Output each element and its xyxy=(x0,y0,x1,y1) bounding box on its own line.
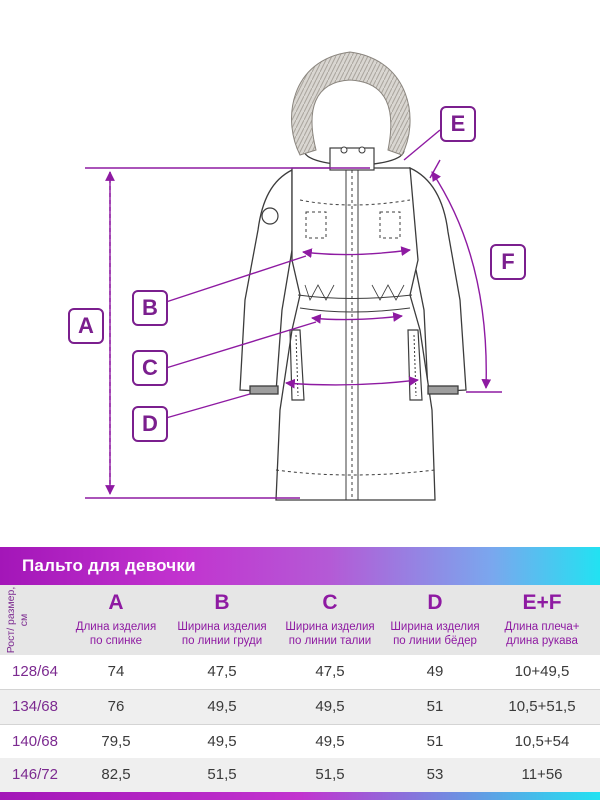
value-cell-b: 49,5 xyxy=(207,698,237,715)
table-header-row: Рост/ размер, см A Длина изделия по спин… xyxy=(0,585,600,655)
left-cuff xyxy=(249,385,279,395)
label-b: B xyxy=(132,290,168,326)
column-desc-d: Ширина изделия по линии бёдер xyxy=(390,621,480,647)
column-desc-b: Ширина изделия по линии груди xyxy=(177,621,267,647)
row-divider xyxy=(0,724,600,725)
row-divider xyxy=(0,689,600,690)
label-e: E xyxy=(440,106,476,142)
value-cell-b: 49,5 xyxy=(207,733,237,750)
value-cell-d: 51 xyxy=(426,698,444,715)
column-letter-d: D xyxy=(427,591,443,614)
column-header-c: C Ширина изделия по линии талии xyxy=(280,585,380,655)
table-row: 140/68 79,5 49,5 49,5 51 10,5+54 xyxy=(0,725,600,759)
size-column-header: Рост/ размер, см xyxy=(5,586,30,654)
value-cell-b: 47,5 xyxy=(207,663,237,680)
value-cell-d: 53 xyxy=(426,766,444,783)
column-header-d: D Ширина изделия по линии бёдер xyxy=(386,585,484,655)
hood xyxy=(291,51,411,171)
coat-illustration: A B C D E F xyxy=(68,51,526,501)
column-letter-c: C xyxy=(322,591,338,614)
label-d: D xyxy=(132,406,168,442)
column-letter-b: B xyxy=(214,591,230,614)
value-cell-c: 47,5 xyxy=(315,663,345,680)
label-f: F xyxy=(490,244,526,280)
value-cell-c: 51,5 xyxy=(315,766,345,783)
column-header-b: B Ширина изделия по линии груди xyxy=(172,585,272,655)
value-cell-c: 49,5 xyxy=(315,698,345,715)
value-cell-d: 49 xyxy=(426,663,444,680)
value-cell-a: 74 xyxy=(107,663,125,680)
value-cell-ef: 11+56 xyxy=(521,766,563,783)
value-cell-c: 49,5 xyxy=(315,733,345,750)
right-cuff xyxy=(427,385,459,395)
value-cell-ef: 10,5+54 xyxy=(514,733,570,750)
measurement-lines xyxy=(85,129,502,499)
coat-details xyxy=(275,170,436,500)
label-c: C xyxy=(132,350,168,386)
sleeve-logo xyxy=(261,207,279,225)
table-row: 134/68 76 49,5 49,5 51 10,5+51,5 xyxy=(0,690,600,724)
size-cell: 140/68 xyxy=(12,733,58,750)
value-cell-b: 51,5 xyxy=(207,766,237,783)
label-a: A xyxy=(68,308,104,344)
value-cell-a: 82,5 xyxy=(101,766,131,783)
column-header-ef: E+F Длина плеча+ длина рукава xyxy=(490,585,594,655)
table-title: Пальто для девочки xyxy=(22,556,196,575)
size-cell: 134/68 xyxy=(12,698,58,715)
value-cell-a: 79,5 xyxy=(101,733,131,750)
left-sleeve xyxy=(239,168,293,393)
column-letter-ef: E+F xyxy=(522,591,562,614)
column-desc-ef: Длина плеча+ длина рукава xyxy=(504,621,580,647)
value-cell-a: 76 xyxy=(107,698,125,715)
column-desc-a: Длина изделия по спинке xyxy=(75,621,157,647)
table-row: 128/64 74 47,5 47,5 49 10+49,5 xyxy=(0,655,600,689)
column-header-a: A Длина изделия по спинке xyxy=(68,585,164,655)
bottom-accent-bar xyxy=(0,792,600,800)
fur-trim xyxy=(291,51,411,156)
value-cell-ef: 10+49,5 xyxy=(514,663,570,680)
size-cell: 128/64 xyxy=(12,663,58,680)
value-cell-ef: 10,5+51,5 xyxy=(508,698,576,715)
coat-drawing xyxy=(85,51,502,501)
size-cell: 146/72 xyxy=(12,766,58,783)
value-cell-d: 51 xyxy=(426,733,444,750)
column-desc-c: Ширина изделия по линии талии xyxy=(285,621,375,647)
table-row: 146/72 82,5 51,5 51,5 53 11+56 xyxy=(0,758,600,792)
column-letter-a: A xyxy=(108,591,124,614)
table-title-banner: Пальто для девочки xyxy=(0,547,600,585)
